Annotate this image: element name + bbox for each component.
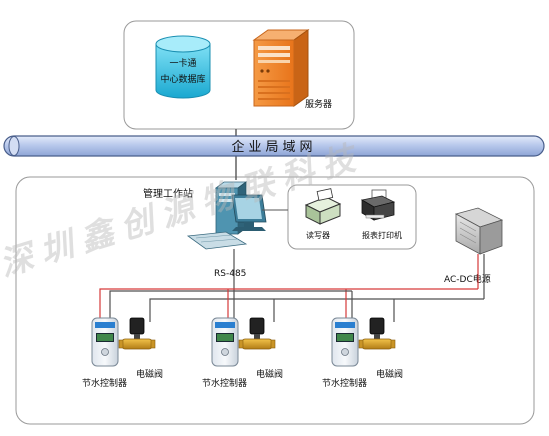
power-supply-icon: [454, 207, 504, 255]
card-reader-icon: [304, 188, 342, 225]
solenoid-valve-icon: [238, 317, 276, 350]
valve-label: 电磁阀: [256, 368, 283, 380]
water-controller-icon: [211, 317, 239, 367]
solenoid-valve-icon: [358, 317, 396, 350]
network-label: 企业局域网: [231, 139, 316, 155]
database-label-line2: 中心数据库: [160, 73, 205, 85]
solenoid-valve-icon: [118, 317, 156, 350]
water-controller-icon: [91, 317, 119, 367]
database-icon: 一卡通 中心数据库: [155, 35, 211, 99]
water-controller-icon: [331, 317, 359, 367]
controller-label: 节水控制器: [322, 377, 367, 389]
power-label: AC-DC电源: [444, 273, 491, 285]
server-label: 服务器: [305, 98, 332, 110]
network-bar: 企业局域网: [3, 135, 545, 157]
server-icon: [252, 29, 310, 107]
reader-label: 读写器: [306, 230, 330, 240]
controller-label: 节水控制器: [202, 377, 247, 389]
workstation-icon: [186, 181, 267, 250]
printer-icon: [360, 189, 396, 221]
database-label-line1: 一卡通: [169, 57, 196, 69]
valve-label: 电磁阀: [376, 368, 403, 380]
rs485-label: RS-485: [214, 269, 246, 279]
printer-label: 报表打印机: [362, 230, 402, 240]
workstation-label: 管理工作站: [143, 187, 193, 200]
valve-label: 电磁阀: [136, 368, 163, 380]
controller-label: 节水控制器: [82, 377, 127, 389]
field-wiring: [99, 288, 484, 322]
